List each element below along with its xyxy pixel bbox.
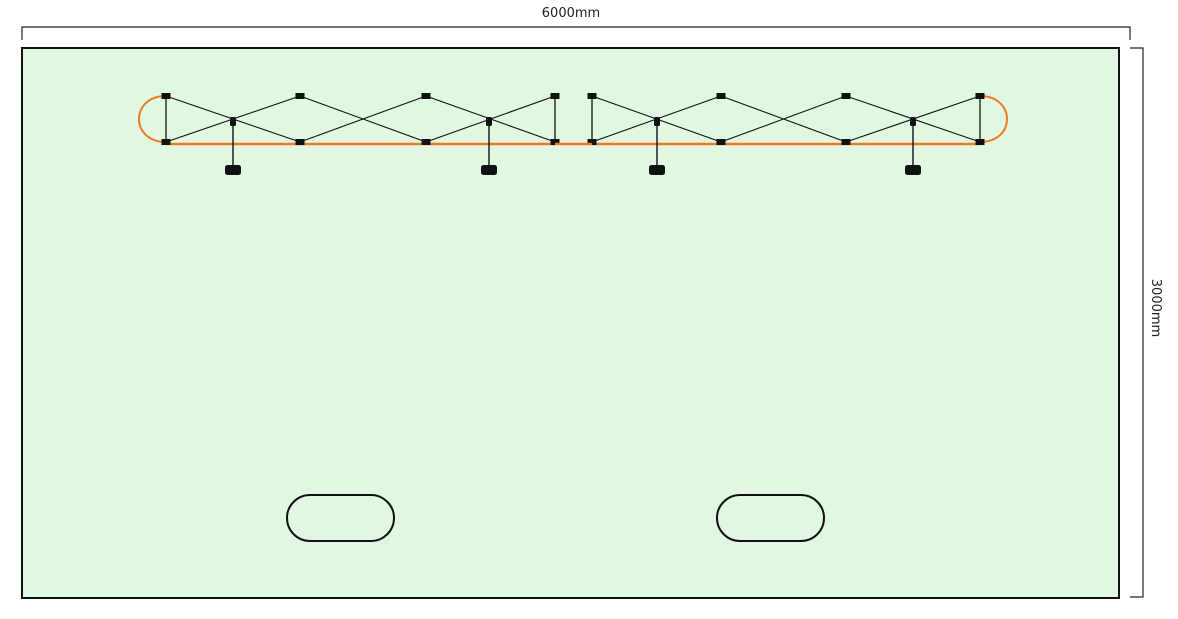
frame-hub-top bbox=[295, 93, 305, 99]
counters bbox=[286, 494, 825, 542]
frame-curve-end bbox=[138, 95, 167, 143]
height-dimension-line bbox=[1130, 47, 1144, 598]
frame-right bbox=[587, 93, 1008, 175]
height-dimension-label: 3000mm bbox=[1148, 279, 1163, 337]
frame-hub-bottom bbox=[421, 139, 431, 145]
frame-support-foot bbox=[225, 165, 241, 175]
frame-center-hub bbox=[230, 117, 236, 126]
frame-support-foot bbox=[905, 165, 921, 175]
frame-brace bbox=[299, 95, 427, 143]
frame-hub-top bbox=[841, 93, 851, 99]
width-dimension-line bbox=[21, 26, 1131, 40]
frame-hub-bottom bbox=[841, 139, 851, 145]
frame-brace bbox=[720, 95, 847, 143]
width-dimension: 6000mm bbox=[21, 6, 1131, 40]
frame-center-hub bbox=[910, 117, 916, 126]
frame-hub-top bbox=[421, 93, 431, 99]
frame-hub-top bbox=[550, 93, 560, 99]
frame-hub-top bbox=[716, 93, 726, 99]
frame-left bbox=[138, 93, 560, 175]
frame-hub-bottom bbox=[587, 139, 597, 145]
frame-hub-bottom bbox=[161, 139, 171, 145]
width-dimension-label: 6000mm bbox=[542, 6, 600, 21]
frame-center-hub bbox=[486, 117, 492, 126]
frame-hub-bottom bbox=[716, 139, 726, 145]
frame-center-hub bbox=[654, 117, 660, 126]
frame-hub-bottom bbox=[975, 139, 985, 145]
counter-left bbox=[286, 494, 395, 542]
height-dimension: 3000mm bbox=[1130, 47, 1163, 598]
frame-hub-bottom bbox=[295, 139, 305, 145]
popup-frames bbox=[138, 93, 1008, 175]
counter-right bbox=[716, 494, 825, 542]
frame-hub-top bbox=[161, 93, 171, 99]
frame-hub-top bbox=[587, 93, 597, 99]
frame-support-foot bbox=[649, 165, 665, 175]
frame-curve-end bbox=[979, 95, 1008, 143]
floor-area bbox=[21, 47, 1120, 599]
frame-support-foot bbox=[481, 165, 497, 175]
frame-hub-bottom bbox=[550, 139, 560, 145]
frame-hub-top bbox=[975, 93, 985, 99]
